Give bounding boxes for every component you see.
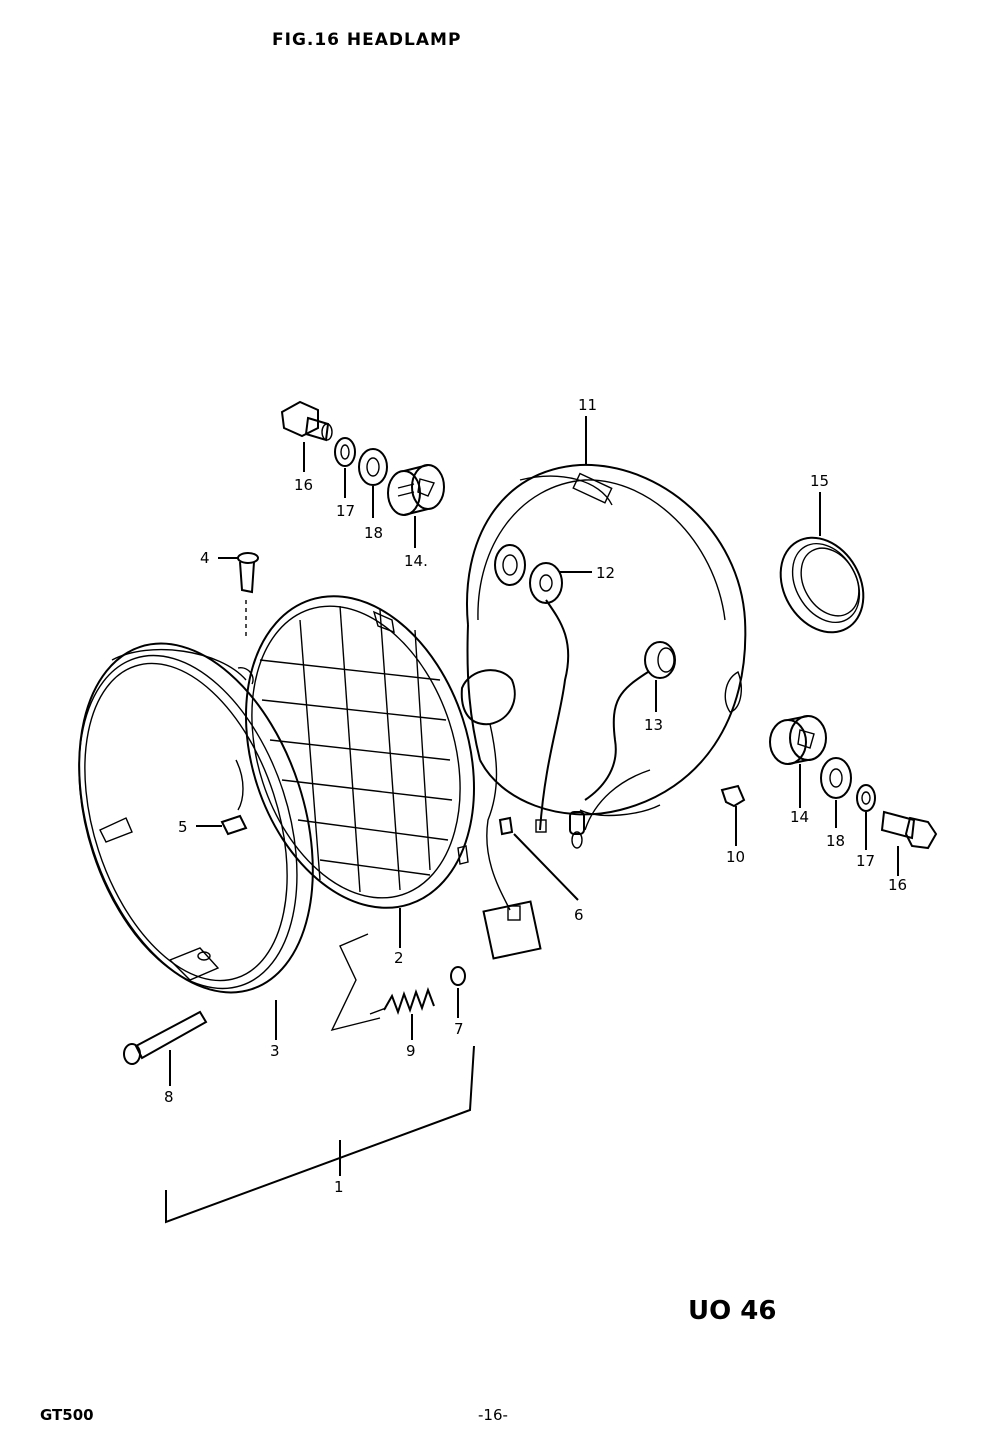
callout-16-lower: 16 — [888, 876, 907, 894]
callout-18-upper: 18 — [364, 524, 383, 542]
headlamp-rim — [78, 642, 314, 994]
callout-16-upper: 16 — [294, 476, 313, 494]
screw-4 — [237, 552, 259, 640]
callout-5: 5 — [178, 818, 188, 836]
callout-13: 13 — [644, 716, 663, 734]
beam-stem — [460, 669, 516, 911]
callout-15: 15 — [810, 472, 829, 490]
callout-14-upper: 14. — [404, 552, 428, 570]
cushion-lower — [769, 715, 827, 765]
screw-10 — [720, 784, 746, 808]
callout-17-upper: 17 — [336, 502, 355, 520]
callout-11: 11 — [578, 396, 597, 414]
callout-4: 4 — [200, 549, 210, 567]
cushion-upper — [387, 464, 445, 516]
headlamp-housing — [466, 463, 747, 817]
bulb-socket-12 — [529, 562, 570, 833]
callout-9: 9 — [406, 1042, 416, 1060]
callout-3: 3 — [270, 1042, 280, 1060]
bolt-lower — [880, 810, 938, 850]
assembly-bracket — [165, 933, 475, 1224]
spring-9 — [369, 987, 435, 1015]
footer-model: GT500 — [40, 1406, 94, 1424]
connector-6 — [482, 816, 542, 960]
lock-washer-lower — [856, 784, 876, 812]
callout-12: 12 — [596, 564, 615, 582]
figure-title: FIG.16 HEADLAMP — [272, 30, 462, 50]
washer-lower — [820, 757, 852, 799]
callout-8: 8 — [164, 1088, 174, 1106]
callout-2: 2 — [394, 949, 404, 967]
sealed-beam-unit — [245, 595, 475, 909]
pilot-lamp-socket-13 — [569, 641, 676, 849]
callout-18-lower: 18 — [826, 832, 845, 850]
nut-5 — [220, 759, 248, 836]
lock-washer-upper — [334, 437, 356, 467]
callout-labels: 1 2 3 4 5 6 7 8 9 10 11 12 13 14. 14 15 … — [164, 396, 907, 1196]
callout-17-lower: 17 — [856, 852, 875, 870]
ring-15 — [779, 536, 865, 634]
nut-7 — [450, 966, 466, 986]
leader-lines — [169, 416, 899, 1176]
bolt-upper — [280, 400, 333, 442]
screw-8 — [123, 1010, 208, 1065]
diagram-code: UO 46 — [688, 1296, 777, 1326]
washer-upper — [358, 448, 388, 486]
footer-page-number: -16- — [478, 1406, 508, 1424]
callout-7: 7 — [454, 1020, 464, 1038]
callout-14-lower: 14 — [790, 808, 809, 826]
callout-6: 6 — [574, 906, 584, 924]
callout-10: 10 — [726, 848, 745, 866]
callout-1: 1 — [334, 1178, 344, 1196]
